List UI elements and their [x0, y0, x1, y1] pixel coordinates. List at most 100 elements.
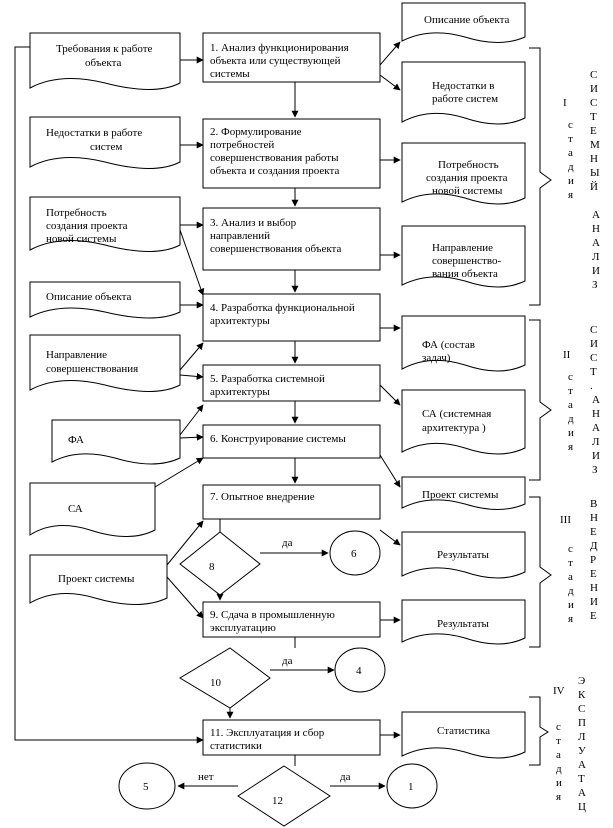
svg-text:II: II	[563, 349, 571, 361]
label-yes-12: да	[340, 771, 351, 783]
label-yes-8: да	[282, 537, 293, 549]
output-doc-need: Потребность создания проекта новой систе…	[401, 142, 526, 205]
svg-text:СА: СА	[68, 503, 83, 515]
process-box-1: 1. Анализ функционирования объекта или с…	[202, 32, 381, 83]
output-doc-project: Проект системы	[401, 476, 526, 510]
svg-text:Потребность: Потребность	[46, 207, 107, 219]
svg-text:12: 12	[272, 795, 283, 807]
svg-text:III: III	[560, 514, 571, 526]
svg-text:ФА (состав: ФА (состав	[422, 339, 475, 351]
svg-text:3. Анализ и выбор: 3. Анализ и выбор	[210, 217, 297, 229]
svg-text:6. Конструирование системы: 6. Конструирование системы	[210, 433, 346, 445]
svg-text:Статистика: Статистика	[437, 725, 490, 737]
label-yes-10: да	[282, 655, 293, 667]
output-doc-results-1: Результаты	[401, 531, 526, 579]
decision-12: 12	[237, 765, 331, 827]
process-box-4: 4. Разработка функциональной архитектуры	[202, 293, 381, 342]
svg-text:Проект системы: Проект системы	[422, 489, 499, 501]
svg-text:5. Разработка системной: 5. Разработка системной	[210, 373, 325, 385]
connector-1: 1	[386, 763, 438, 809]
connector-6: 6	[329, 530, 381, 576]
input-doc-defects: Недостатки в работе систем	[29, 116, 181, 169]
svg-text:систем: систем	[90, 141, 122, 153]
svg-text:6: 6	[351, 548, 357, 560]
process-box-11: 11. Эксплуатация и сбор статистики	[202, 719, 381, 756]
svg-text:Потребность: Потребность	[438, 159, 499, 171]
svg-text:совершенствования работы: совершенствования работы	[210, 152, 339, 164]
svg-text:Недостатки в работе: Недостатки в работе	[46, 127, 142, 139]
input-doc-object-description: Описание объекта	[29, 281, 181, 319]
svg-text:архитектура ): архитектура )	[422, 422, 486, 434]
output-doc-results-2: Результаты	[401, 599, 526, 645]
decision-8: 8	[179, 531, 261, 596]
svg-text:новой системы: новой системы	[46, 233, 117, 245]
svg-text:новой системы: новой системы	[432, 185, 503, 197]
svg-text:Недостатки в: Недостатки в	[432, 80, 494, 92]
svg-text:задач): задач)	[422, 352, 451, 364]
svg-text:Требования к работе: Требования к работе	[56, 43, 153, 55]
svg-text:Результаты: Результаты	[437, 618, 490, 630]
connector-4: 4	[334, 647, 386, 693]
svg-text:IV: IV	[553, 685, 565, 697]
output-doc-defects: Недостатки в работе систем	[401, 61, 526, 125]
input-doc-project: Проект системы	[29, 554, 168, 605]
svg-text:системы: системы	[210, 68, 250, 80]
svg-text:совершенствования: совершенствования	[46, 363, 138, 375]
svg-text:архитектуры: архитектуры	[210, 315, 270, 327]
output-doc-direction: Направление совершенство- вания объекта	[401, 225, 526, 288]
label-no-12: нет	[198, 771, 214, 783]
svg-text:Проект системы: Проект системы	[58, 573, 135, 585]
output-doc-fa: ФА (состав задач)	[401, 315, 526, 372]
svg-text:совершенство-: совершенство-	[432, 255, 501, 267]
svg-text:объекта: объекта	[85, 57, 122, 69]
process-box-6: 6. Конструирование системы	[202, 424, 381, 459]
svg-text:архитектуры: архитектуры	[210, 386, 270, 398]
svg-text:вания объекта: вания объекта	[432, 268, 498, 280]
output-doc-object-description: Описание объекта	[401, 2, 526, 43]
connector-5: 5	[118, 762, 176, 810]
input-doc-fa: ФА	[51, 419, 181, 465]
input-doc-need: Потребность создания проекта новой систе…	[29, 196, 181, 252]
svg-text:потребностей: потребностей	[210, 139, 274, 151]
svg-text:работе систем: работе систем	[432, 93, 498, 105]
svg-text:I: I	[563, 97, 567, 109]
svg-text:11. Эксплуатация и сбор: 11. Эксплуатация и сбор	[210, 727, 325, 739]
input-doc-direction: Направление совершенствования	[29, 334, 181, 392]
svg-text:1: 1	[408, 781, 414, 793]
svg-text:9. Сдача в промышленную: 9. Сдача в промышленную	[210, 609, 335, 621]
output-doc-sa: СА (системная архитектура )	[401, 389, 526, 455]
svg-text:5: 5	[143, 781, 149, 793]
svg-text:совершенствования объекта: совершенствования объекта	[210, 243, 341, 255]
svg-text:СА (системная: СА (системная	[422, 408, 491, 420]
svg-text:7. Опытное внедрение: 7. Опытное внедрение	[210, 491, 315, 503]
svg-text:направлений: направлений	[210, 230, 270, 242]
process-box-2: 2. Формулирование потребностей совершенс…	[202, 118, 381, 189]
svg-text:Описание объекта: Описание объекта	[46, 291, 132, 303]
svg-text:10: 10	[210, 677, 222, 689]
svg-text:Направление: Направление	[46, 349, 107, 361]
svg-text:эксплуатацию: эксплуатацию	[210, 622, 276, 634]
process-box-9: 9. Сдача в промышленную эксплуатацию	[202, 601, 381, 638]
svg-text:Результаты: Результаты	[437, 549, 490, 561]
decision-10: 10	[179, 647, 271, 709]
svg-text:объекта или существующей: объекта или существующей	[210, 55, 341, 67]
input-doc-sa: СА	[29, 482, 156, 537]
svg-text:создания проекта: создания проекта	[46, 220, 128, 232]
svg-text:создания проекта: создания проекта	[426, 172, 508, 184]
process-box-7: 7. Опытное внедрение	[202, 484, 381, 520]
svg-text:ФА: ФА	[68, 434, 84, 446]
svg-text:объекта и создания проекта: объекта и создания проекта	[210, 165, 339, 177]
svg-text:Описание объекта: Описание объекта	[424, 14, 510, 26]
svg-text:4: 4	[356, 665, 362, 677]
